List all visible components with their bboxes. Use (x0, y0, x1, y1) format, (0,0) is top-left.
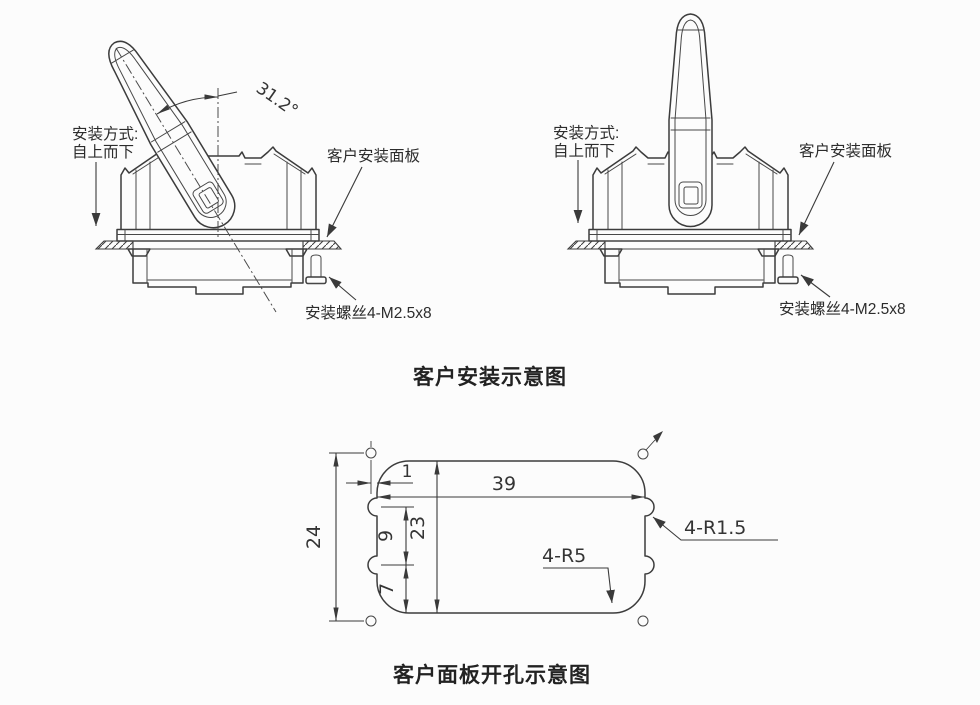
angle-dimension-label: 31.2° (252, 78, 301, 121)
dim-width-label: 39 (492, 473, 516, 495)
panel-leader-right (798, 161, 835, 236)
lever-axis-centerline (115, 47, 277, 313)
panel-leader-left (326, 166, 363, 238)
install-method-label-right-line2: 自上而下 (553, 142, 615, 160)
mounting-hole-bottom-left (365, 615, 377, 627)
mounting-hole-bottom-right (637, 615, 649, 627)
mounting-hole-top-right (637, 448, 649, 460)
dim-hole-pitch-label: 24 (303, 525, 325, 549)
angle-dimension-arc (156, 94, 219, 115)
tilted-install-view: 31.2° 安装方式: 自上而下 客户安装面板 安装螺丝4-M2.5x8 (72, 30, 432, 322)
dim-notch-to-edge-label: 7 (376, 583, 398, 595)
corner-radius-leader (543, 567, 615, 604)
install-method-label-right-line1: 安装方式: (553, 124, 619, 142)
dim-offset-label: 1 (402, 462, 413, 482)
dim-height-label: 23 (407, 516, 429, 540)
mounting-hole-top-left (365, 447, 377, 459)
upright-install-view: 安装方式: 自上而下 客户安装面板 安装螺丝4-M2.5x8 (553, 13, 906, 318)
screw-leader-left (328, 276, 357, 301)
install-diagram-caption: 客户安装示意图 (413, 365, 567, 389)
cutout-diagram-caption: 客户面板开孔示意图 (393, 663, 591, 687)
dim-notch-pitch-label: 9 (375, 530, 397, 542)
corner-radius-label: 4-R5 (542, 545, 586, 567)
notch-radius-leader (652, 516, 778, 541)
cutout-outline (367, 460, 655, 614)
screw-label-left: 安装螺丝4-M2.5x8 (305, 304, 432, 322)
panel-label-right: 客户安装面板 (799, 142, 892, 160)
screw-leader-right (800, 274, 831, 298)
install-method-label-left-line1: 安装方式: (72, 125, 138, 143)
panel-label-left: 客户安装面板 (327, 147, 420, 165)
hole-flag-mark (645, 431, 663, 451)
install-method-label-left-line2: 自上而下 (72, 143, 134, 161)
panel-cutout-view: 39 24 23 9 7 1 4-R5 4-R1.5 (303, 431, 778, 627)
upright-lever (668, 13, 713, 228)
notch-radius-label: 4-R1.5 (684, 517, 746, 539)
screw-label-right: 安装螺丝4-M2.5x8 (779, 300, 906, 318)
